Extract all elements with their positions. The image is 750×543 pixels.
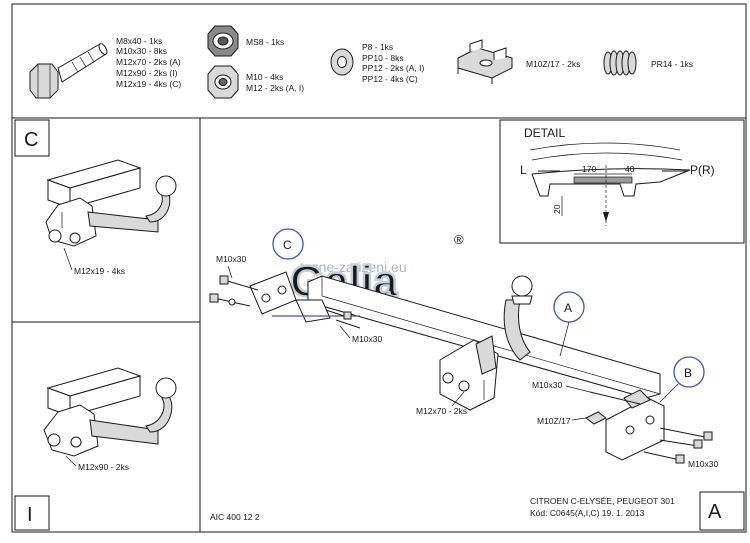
callout-b-leader <box>659 383 679 403</box>
spring-icon <box>603 50 637 76</box>
washer-spec-2: PP10 - 8ks <box>362 53 404 63</box>
leader-m10x30-mid <box>339 325 351 339</box>
detail-dim-40: 40 <box>625 164 635 174</box>
washer-spec-1: P8 - 1ks <box>362 42 393 52</box>
detail-dim-170: 170 <box>582 164 596 174</box>
leader-m10z17 <box>571 417 587 421</box>
nylon-nut-icon <box>207 25 239 57</box>
bolt-icon <box>29 43 108 99</box>
bumper-profile <box>529 142 691 226</box>
callout-b-circle <box>673 356 705 388</box>
left-bolt-set <box>209 275 361 329</box>
hex-nut-icon <box>207 65 239 99</box>
nut-ms8-spec: MS8 - 1ks <box>246 37 284 47</box>
panel-c-letter-box <box>14 119 50 157</box>
callout-a-letter: A <box>564 301 572 315</box>
bolt-spec-4: M12x90 - 2ks (I) <box>116 68 178 78</box>
tow-ball-neck <box>503 275 533 361</box>
panel-i-letter: I <box>27 504 33 526</box>
panel-c-leader <box>63 247 73 271</box>
center-bracket <box>439 335 499 411</box>
sheet-frame <box>11 3 747 533</box>
detail-left-label: L <box>520 163 527 177</box>
clip-spec: M10Z/17 - 2ks <box>526 59 580 69</box>
detail-title: DETAIL <box>524 126 565 140</box>
watermark-registered-mark: ® <box>454 232 464 247</box>
spring-spec: PR14 - 1ks <box>651 59 693 69</box>
right-bolt-set <box>585 391 713 464</box>
washer-spec-3: PP12 - 2ks (A, I) <box>362 63 425 73</box>
detail-box <box>499 119 745 244</box>
panel-i-callout: M12x90 - 2ks <box>78 462 129 472</box>
washer-spec-4: PP12 - 4ks (C) <box>362 74 418 84</box>
clip-nut-icon <box>457 39 513 84</box>
callout-c-circle <box>272 228 304 260</box>
label-m10x30-bottom: M10x30 <box>688 459 719 469</box>
bolt-spec-2: M10x30 - 8ks <box>116 46 167 56</box>
footer-a-letter-box <box>699 491 745 531</box>
label-m10x30-right: M10x30 <box>532 380 563 390</box>
leader-m10x30-right <box>565 385 591 393</box>
detail-right-label: P(R) <box>690 163 715 177</box>
panel-c-callout: M12x19 - 4ks <box>74 266 125 276</box>
tow-bar-i-illustration <box>43 367 177 457</box>
leader-m10x30-top <box>227 265 233 279</box>
callout-c-letter: C <box>283 238 292 252</box>
label-m12x70: M12x70 - 2ks <box>416 406 467 416</box>
nut-spec-1: M10 - 4ks <box>246 72 283 82</box>
drawing-code: AIC 400 12 2 <box>210 512 260 522</box>
leader-m12x70 <box>451 391 465 407</box>
tow-bar-c-illustration <box>45 159 177 247</box>
callout-a-leader <box>559 321 570 357</box>
right-bracket <box>605 389 665 461</box>
watermark-text: tazne-zarizeni.eu <box>300 259 407 275</box>
label-m10x30-mid: M10x30 <box>352 334 383 344</box>
footer-a-letter: A <box>708 501 722 523</box>
vehicle-name: CITROEN C-ELYSÉE, PEUGEOT 301 <box>530 496 675 506</box>
left-bracket <box>249 271 331 323</box>
bolt-spec-1: M8x40 - 1ks <box>116 36 162 46</box>
kod-date: Kód: C0645(A,I,C) 19. 1. 2013 <box>530 508 645 518</box>
washer-icon <box>330 48 354 76</box>
bolt-spec-3: M12x70 - 2ks (A) <box>116 57 181 67</box>
bolt-spec-5: M12x19 - 4ks (C) <box>116 79 181 89</box>
detail-dim-20: 20 <box>552 204 562 214</box>
callout-b-letter: B <box>684 366 692 380</box>
label-m10x30-top: M10x30 <box>216 254 247 264</box>
panel-i-letter-box <box>14 495 50 531</box>
panel-c-letter: C <box>24 129 38 151</box>
label-m10z17: M10Z/17 <box>537 416 571 426</box>
panel-i-leader <box>65 455 77 467</box>
nut-spec-2: M12 - 2ks (A, I) <box>246 83 304 93</box>
